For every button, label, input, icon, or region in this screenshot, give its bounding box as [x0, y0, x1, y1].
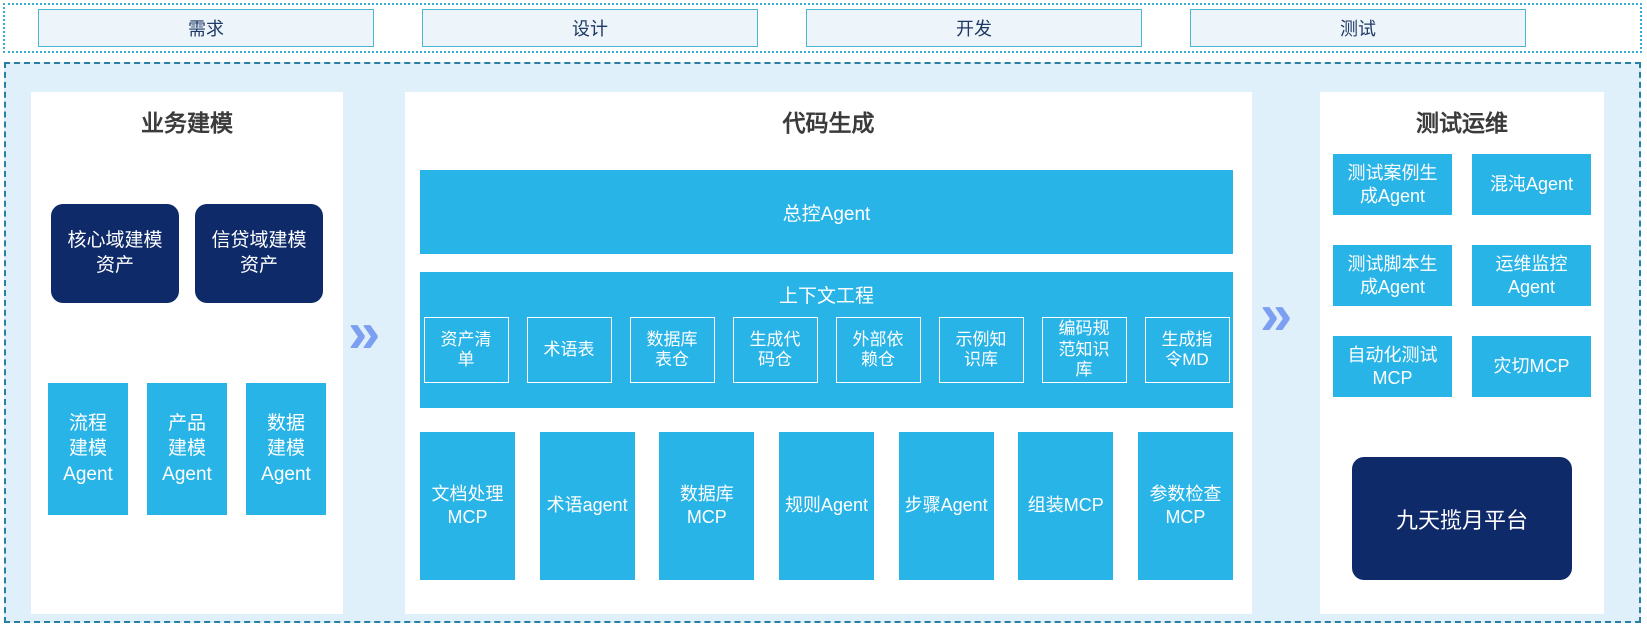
asset-box-credit-domain: 信贷域建模 资产 — [195, 204, 323, 303]
tool-box-database-mcp: 数据库 MCP — [659, 432, 755, 580]
jiutian-lanyue-platform-box: 九天揽月平台 — [1352, 457, 1572, 580]
phase-development: 开发 — [806, 9, 1142, 47]
code-generation-title: 代码生成 — [782, 110, 875, 136]
box-automated-testing-mcp: 自动化测试 MCP — [1333, 336, 1452, 397]
context-boxes-row: 资产清 单 术语表 数据库 表仓 生成代 码仓 外部依 赖仓 示例知 识库 编码… — [420, 317, 1233, 383]
context-box-external-deps-repo: 外部依 赖仓 — [835, 317, 921, 383]
test-ops-title: 测试运维 — [1416, 110, 1508, 136]
context-box-generation-instruction-md: 生成指 令MD — [1144, 317, 1230, 383]
modeling-agents-row: 流程 建模 Agent 产品 建模 Agent 数据 建模 Agent — [31, 383, 343, 515]
box-test-script-generation-agent: 测试脚本生 成Agent — [1333, 245, 1452, 306]
chevron-right-icon: » — [1260, 282, 1292, 347]
business-modeling-title: 业务建模 — [141, 110, 233, 136]
context-box-coding-standards-kb: 编码规 范知识 库 — [1041, 317, 1127, 383]
context-box-glossary: 术语表 — [526, 317, 612, 383]
tool-box-terminology-agent: 术语agent — [539, 432, 635, 580]
context-box-db-table-repo: 数据库 表仓 — [629, 317, 715, 383]
context-box-generated-code-repo: 生成代 码仓 — [732, 317, 818, 383]
phase-design: 设计 — [422, 9, 758, 47]
asset-box-core-domain: 核心域建模 资产 — [51, 204, 179, 303]
box-test-case-generation-agent: 测试案例生 成Agent — [1333, 154, 1452, 215]
context-engineering-bar: 上下文工程 资产清 单 术语表 数据库 表仓 生成代 码仓 外部依 赖仓 示例知… — [420, 272, 1233, 408]
tool-box-parameter-check-mcp: 参数检查 MCP — [1137, 432, 1233, 580]
test-ops-grid: 测试案例生 成Agent 混沌Agent 测试脚本生 成Agent 运维监控 A… — [1320, 154, 1604, 397]
tool-box-doc-processing-mcp: 文档处理 MCP — [420, 432, 515, 580]
test-ops-panel: 测试运维 测试案例生 成Agent 混沌Agent 测试脚本生 成Agent 运… — [1320, 92, 1604, 614]
phase-testing: 测试 — [1190, 9, 1526, 47]
context-box-asset-list: 资产清 单 — [423, 317, 509, 383]
phase-requirements: 需求 — [38, 9, 374, 47]
pipeline-area: 业务建模 核心域建模 资产 信贷域建模 资产 流程 建模 Agent 产品 建模… — [4, 62, 1641, 623]
code-generation-panel: 代码生成 总控Agent 上下文工程 资产清 单 术语表 数据库 表仓 生成代 … — [405, 92, 1252, 614]
tool-box-assembly-mcp: 组装MCP — [1018, 432, 1114, 580]
agent-box-process-modeling: 流程 建模 Agent — [48, 383, 128, 515]
tool-boxes-row: 文档处理 MCP 术语agent 数据库 MCP 规则Agent 步骤Agent… — [420, 432, 1233, 580]
agent-box-product-modeling: 产品 建模 Agent — [147, 383, 227, 515]
box-disaster-switch-mcp: 灾切MCP — [1472, 336, 1591, 397]
chevron-right-icon: » — [348, 300, 380, 365]
master-agent-bar: 总控Agent — [420, 170, 1233, 254]
modeling-assets-row: 核心域建模 资产 信贷域建模 资产 — [31, 204, 343, 303]
context-box-example-kb: 示例知 识库 — [938, 317, 1024, 383]
tool-box-rules-agent: 规则Agent — [778, 432, 874, 580]
business-modeling-panel: 业务建模 核心域建模 资产 信贷域建模 资产 流程 建模 Agent 产品 建模… — [31, 92, 343, 614]
box-ops-monitoring-agent: 运维监控 Agent — [1472, 245, 1591, 306]
phase-strip: 需求 设计 开发 测试 — [3, 3, 1642, 53]
agent-box-data-modeling: 数据 建模 Agent — [246, 383, 326, 515]
context-engineering-title: 上下文工程 — [778, 286, 874, 307]
tool-box-steps-agent: 步骤Agent — [898, 432, 994, 580]
box-chaos-agent: 混沌Agent — [1472, 154, 1591, 215]
